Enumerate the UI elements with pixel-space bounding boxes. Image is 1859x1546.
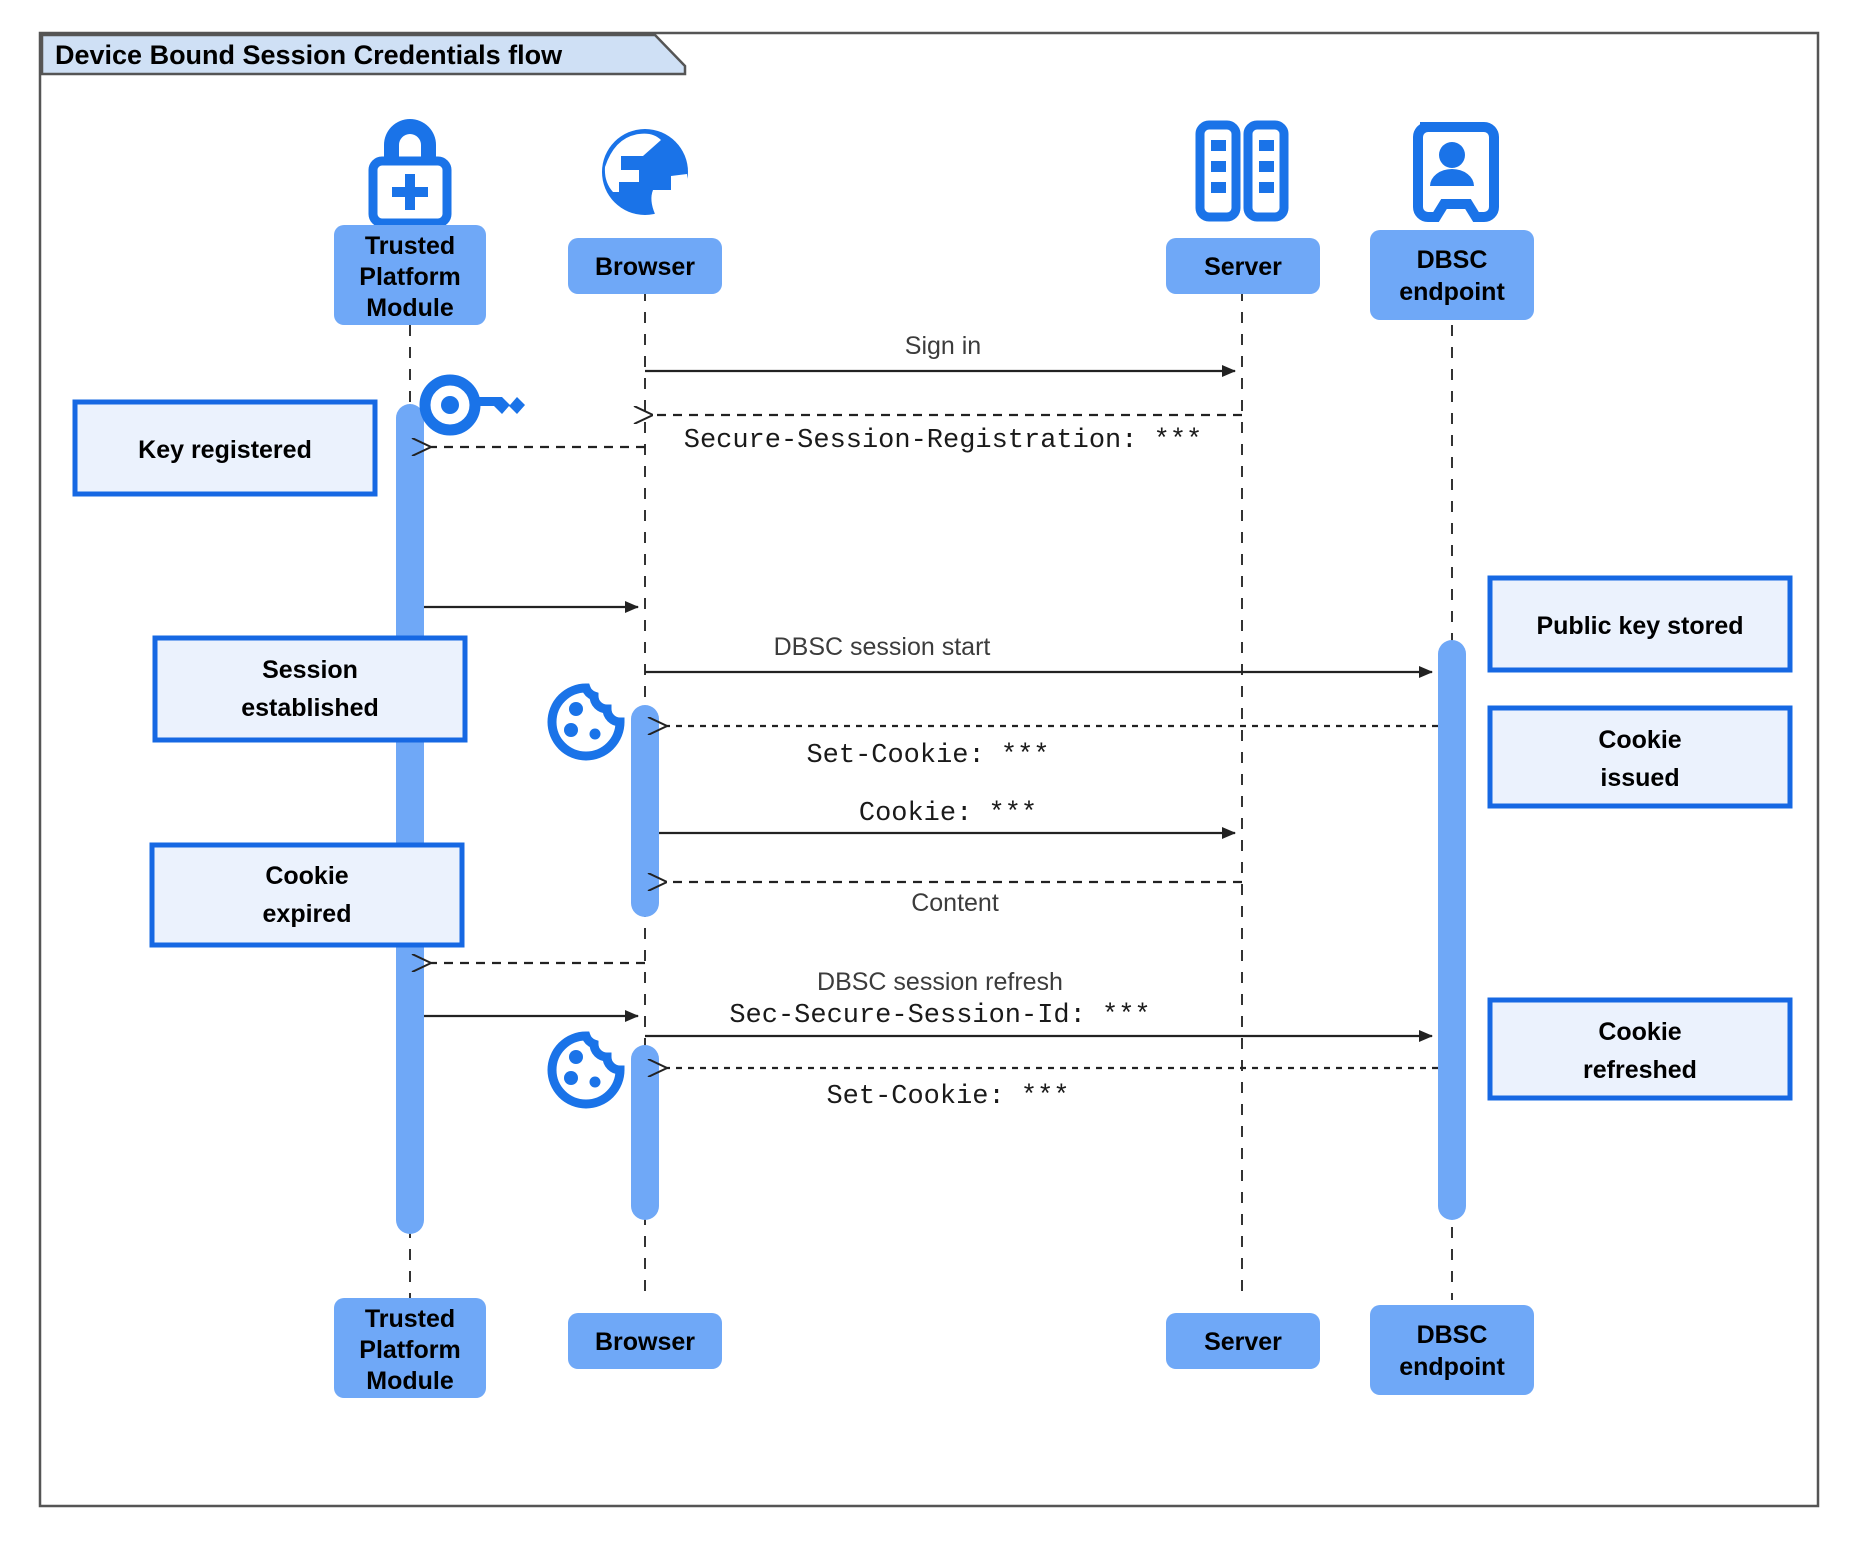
message-label-sign-in: Sign in (905, 332, 981, 360)
activation-bar-dbsc (1438, 640, 1466, 1220)
cookie-icon-1 (547, 683, 625, 761)
cookie-icon-2 (547, 1031, 625, 1109)
note-text-session-established-2: established (241, 694, 379, 722)
participant-box-server-top[interactable]: Server (1166, 238, 1320, 294)
activation-bar-tpm (396, 404, 424, 1234)
participant-label-browser-bottom: Browser (595, 1328, 695, 1356)
note-session-established: Session established (152, 635, 468, 743)
note-text-key-registered: Key registered (138, 436, 312, 464)
participant-label-dbsc-bottom-1: DBSC (1417, 1321, 1488, 1349)
message-label-sec-secure-session-id: Sec-Secure-Session-Id: *** (729, 1001, 1150, 1031)
activation-bar-browser-2 (631, 1045, 659, 1220)
message-set-cookie-1: Set-Cookie: *** (666, 726, 1438, 771)
note-text-cookie-expired-1: Cookie (265, 862, 348, 890)
message-sign-in: Sign in (645, 332, 1236, 377)
message-dbsc-session-start: DBSC session start (645, 633, 1433, 678)
message-set-cookie-2: Set-Cookie: *** (666, 1068, 1438, 1112)
message-label-cookie: Cookie: *** (859, 799, 1037, 829)
note-text-cookie-expired-2: expired (263, 900, 352, 928)
participant-label-server-top: Server (1204, 253, 1282, 281)
activation-bar-browser-1 (631, 705, 659, 917)
frame-title-tab (40, 33, 687, 76)
participant-label-tpm-bottom-1: Trusted (365, 1305, 455, 1333)
note-text-session-established-1: Session (262, 656, 358, 684)
participant-box-dbsc-top[interactable]: DBSC endpoint (1370, 230, 1534, 320)
participant-box-server-bottom[interactable]: Server (1166, 1313, 1320, 1369)
message-label-content: Content (911, 889, 999, 917)
participant-label-dbsc-bottom-2: endpoint (1399, 1353, 1505, 1381)
participant-icon-tpm (368, 119, 452, 228)
activation-bars (396, 404, 1466, 1234)
participant-box-tpm-bottom[interactable]: Trusted Platform Module (334, 1298, 486, 1398)
frame-title-text: Device Bound Session Credentials flow (55, 40, 563, 70)
note-text-cookie-issued-2: issued (1600, 764, 1679, 792)
message-dbsc-session-refresh: DBSC session refresh Sec-Secure-Session-… (424, 968, 1433, 1042)
participant-box-dbsc-bottom[interactable]: DBSC endpoint (1370, 1305, 1534, 1395)
participant-label-dbsc-top-1: DBSC (1417, 246, 1488, 274)
message-label-set-cookie-2: Set-Cookie: *** (826, 1082, 1069, 1112)
participant-label-browser-top: Browser (595, 253, 695, 281)
key-icon (419, 374, 525, 436)
note-text-cookie-issued-1: Cookie (1598, 726, 1681, 754)
participant-label-dbsc-top-2: endpoint (1399, 278, 1505, 306)
message-label-secure-session-registration: Secure-Session-Registration: *** (684, 426, 1202, 456)
note-cookie-refreshed: Cookie refreshed (1487, 997, 1793, 1101)
participant-box-browser-bottom[interactable]: Browser (568, 1313, 722, 1369)
note-public-key-stored: Public key stored (1487, 575, 1793, 673)
note-cookie-issued: Cookie issued (1487, 705, 1793, 809)
participant-label-server-bottom: Server (1204, 1328, 1282, 1356)
participant-label-tpm-top-1: Trusted (365, 232, 455, 260)
message-label-set-cookie-1: Set-Cookie: *** (806, 741, 1049, 771)
participant-label-tpm-bottom-2: Platform (359, 1336, 460, 1364)
note-text-cookie-refreshed-1: Cookie (1598, 1018, 1681, 1046)
note-cookie-expired: Cookie expired (149, 842, 465, 948)
note-text-cookie-refreshed-2: refreshed (1583, 1056, 1697, 1084)
note-key-registered: Key registered (72, 399, 378, 497)
participant-icon-dbsc (1413, 122, 1499, 222)
note-text-public-key-stored: Public key stored (1536, 612, 1743, 640)
participant-box-tpm-top[interactable]: Trusted Platform Module (334, 225, 486, 325)
participant-label-tpm-top-2: Platform (359, 263, 460, 291)
participant-box-browser-top[interactable]: Browser (568, 238, 722, 294)
message-content: Content (666, 882, 1242, 917)
participant-icon-browser (602, 129, 688, 215)
message-cookie: Cookie: *** (659, 799, 1236, 839)
message-secure-session-registration: Secure-Session-Registration: *** (652, 415, 1242, 456)
participant-label-tpm-bottom-3: Module (366, 1367, 454, 1395)
message-label-dbsc-session-start: DBSC session start (774, 633, 991, 661)
participant-icon-server (1195, 120, 1289, 222)
participant-label-tpm-top-3: Module (366, 294, 454, 322)
message-label-dbsc-session-refresh: DBSC session refresh (817, 968, 1063, 996)
